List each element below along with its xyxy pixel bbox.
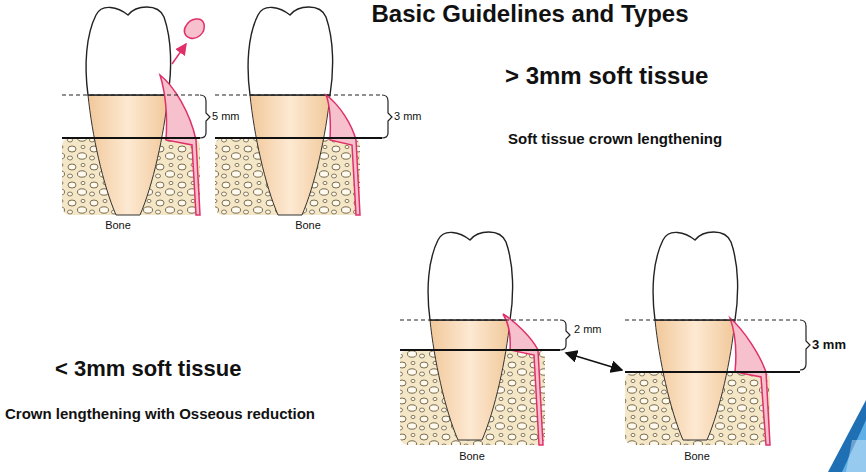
guideline-heading: < 3mm soft tissue [55, 356, 241, 381]
slide-title: Basic Guidelines and Types [372, 0, 689, 28]
bone-label: Bone [459, 450, 485, 463]
dimension-label: 5 mm [212, 110, 240, 123]
bone-label: Bone [105, 219, 131, 232]
bone-label: Bone [295, 219, 321, 232]
procedure-label: Crown lengthening with Osseous reduction [5, 405, 315, 422]
dimension-label: 3 mm [812, 338, 846, 353]
dimension-label: 2 mm [574, 323, 602, 336]
bone-label: Bone [684, 450, 710, 463]
dimension-label: 3 mm [394, 110, 422, 123]
procedure-label: Soft tissue crown lengthening [508, 130, 722, 147]
guideline-heading: > 3mm soft tissue [505, 62, 708, 90]
